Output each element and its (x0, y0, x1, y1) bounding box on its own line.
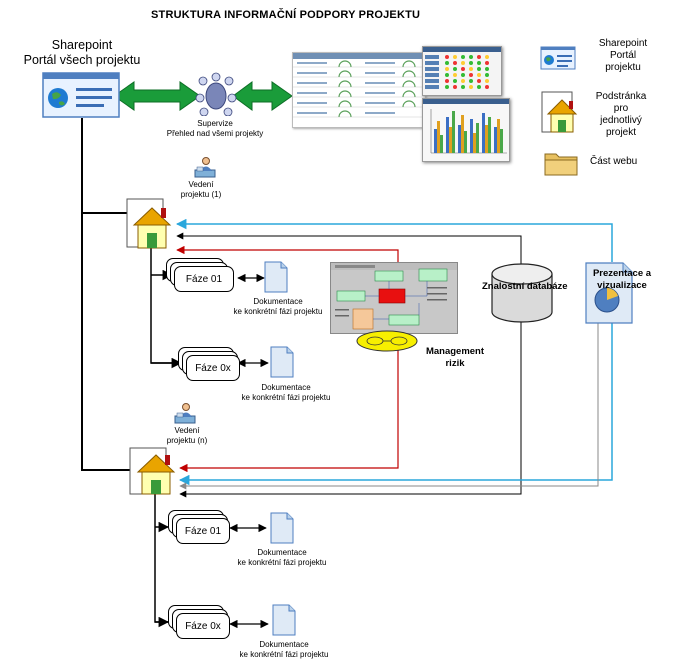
phase-node[interactable]: Fáze 0x (186, 355, 240, 381)
legend-portal-icon (540, 46, 576, 70)
phase-node[interactable]: Fáze 01 (176, 518, 230, 544)
status-matrix-screenshot (422, 46, 502, 96)
document-icon (264, 261, 288, 293)
portal-window-icon (42, 72, 120, 118)
database-icon (490, 262, 554, 324)
document-icon (270, 512, 294, 544)
legend-portal-label: Sharepoint Portál projektu (598, 38, 648, 73)
document-icon (270, 346, 294, 378)
diagram-title: STRUKTURA INFORMAČNÍ PODPORY PROJEKTU (151, 9, 421, 21)
projectN-lead-label: Vedení projektu (n) (166, 426, 208, 445)
risk-ellipse-icon (356, 330, 418, 352)
project1-lead-label: Vedení projektu (1) (180, 180, 222, 199)
dashboard-screenshot (292, 52, 426, 128)
legend-section-label: Část webu (590, 156, 638, 167)
presentation-doc-icon (585, 262, 633, 324)
project1-subpage-icon (124, 196, 180, 252)
legend-subpage-label: Podstránka pro jednotlivý projekt (595, 91, 647, 138)
doc-label: Dokumentace ke konkrétní fázi projektu (233, 297, 323, 316)
folder-icon (544, 150, 578, 176)
risk-map-screenshot (330, 262, 458, 334)
doc-label: Dokumentace ke konkrétní fázi projektu (237, 548, 327, 567)
phase-node[interactable]: Fáze 01 (174, 266, 234, 292)
arrow-supervize-dashboard (232, 81, 293, 111)
arrow-portal-supervize (113, 81, 201, 111)
presentation-label: Prezentace a vizualizace (592, 268, 652, 291)
phase-node[interactable]: Fáze 0x (176, 613, 230, 639)
knowledge-db-label: Znalostní databáze (482, 281, 568, 292)
meeting-icon (194, 72, 238, 117)
bar-chart-screenshot (422, 98, 510, 162)
projectN-subpage-icon (126, 445, 184, 497)
trunk-line (81, 118, 135, 471)
project-lead-icon (194, 156, 216, 178)
document-icon (272, 604, 296, 636)
legend-subpage-icon (540, 90, 580, 136)
doc-label: Dokumentace ke konkrétní fázi projektu (241, 383, 331, 402)
portal-label: Sharepoint Portál všech projektu (23, 38, 141, 67)
risk-label: Management rizik (425, 346, 485, 369)
project-lead-icon (174, 402, 196, 424)
supervize-label: Supervize Přehled nad všemi projekty (166, 119, 264, 138)
doc-label: Dokumentace ke konkrétní fázi projektu (239, 640, 329, 659)
